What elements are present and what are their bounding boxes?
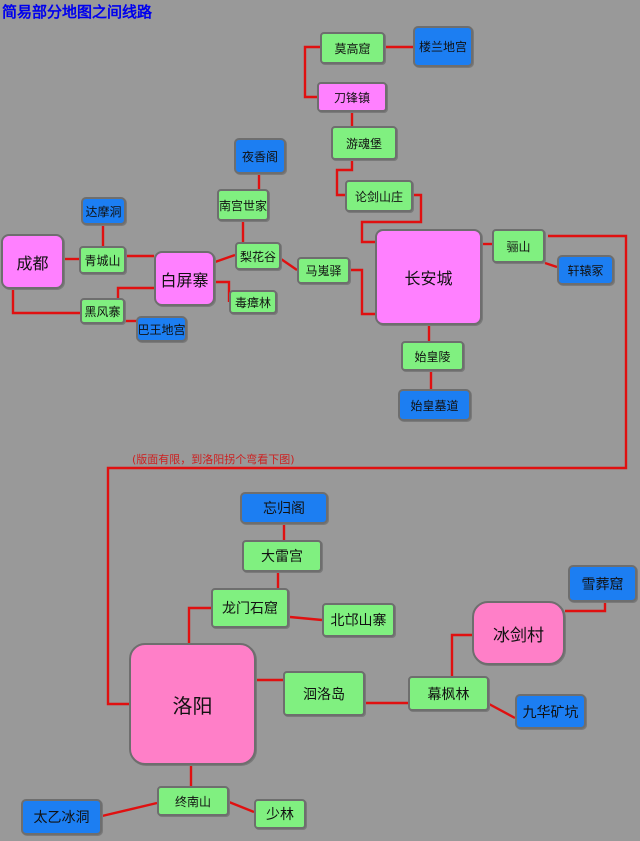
route-baiping-dubing (215, 280, 231, 302)
node-majue-yi: 马嵬驿 (297, 257, 350, 284)
node-bawang-digong: 巴王地宫 (136, 316, 187, 342)
node-jiuhua-kuangkeng: 九华矿坑 (515, 694, 586, 729)
node-yeshangge: 夜香阁 (234, 138, 286, 174)
route-majue-changan (350, 268, 376, 316)
node-heifeng-zhai: 黑风寨 (80, 298, 125, 324)
route-changan-luoyang (106, 234, 628, 706)
node-youhunbao: 游魂堡 (331, 126, 397, 160)
node-xuezang-ku: 雪葬窟 (568, 565, 637, 602)
node-wanggui-ge: 忘归阁 (240, 492, 328, 524)
node-mogaoku: 莫高窟 (320, 32, 385, 64)
node-dalei-gong: 大雷宫 (242, 540, 322, 572)
node-xuanyuan-zhong: 轩辕冢 (557, 255, 614, 285)
node-li-shan: 骊山 (492, 229, 545, 263)
route-youhunbao-lunjian (335, 160, 354, 197)
route-xuezang-bingjian (565, 601, 607, 613)
node-loulan-digong: 楼兰地宫 (413, 26, 473, 67)
node-nangong-shijia: 南宫世家 (217, 189, 269, 221)
node-daofengzhen: 刀锋镇 (317, 82, 387, 112)
node-qingcheng-shan: 青城山 (79, 246, 126, 274)
node-damo-dong: 达摩洞 (81, 197, 126, 225)
route-lunjian-changan (360, 193, 423, 244)
route-zhongnan-shaolin (228, 800, 255, 814)
node-baiping-zhai: 白屏寨 (154, 251, 215, 306)
node-zhongnan-shan: 终南山 (157, 786, 229, 816)
node-shihuang-ling: 始皇陵 (401, 341, 464, 371)
node-lihua-gu: 梨花谷 (235, 242, 281, 270)
layout-note: (版面有限，到洛阳拐个弯看下图) (132, 453, 295, 466)
route-lihua-majue (280, 258, 298, 271)
node-chengdu: 成都 (1, 234, 64, 289)
node-changan-cheng: 长安城 (375, 229, 482, 325)
node-bingjian-cun: 冰剑村 (472, 601, 565, 665)
node-taiyi-bingdong: 太乙冰洞 (21, 799, 102, 835)
node-shihuang-mudao: 始皇墓道 (398, 389, 471, 421)
node-longmen-shiku: 龙门石窟 (211, 588, 289, 628)
node-mufeng-lin: 幕枫林 (408, 676, 489, 711)
node-huiluo-dao: 洄洛岛 (283, 671, 365, 716)
node-lunjian-shanzhuang: 论剑山庄 (345, 180, 413, 212)
node-luoyang: 洛阳 (129, 643, 256, 765)
node-beiqiu-shanzhai: 北邙山寨 (322, 603, 395, 637)
route-bingjian-mufeng (450, 633, 472, 676)
node-dubing-lin: 毒瘴林 (229, 290, 277, 314)
route-mogaoku-daofengzhen (303, 45, 320, 99)
node-shaolin: 少林 (254, 799, 306, 829)
route-longmen-luoyang (187, 606, 212, 643)
route-baiping-heifeng (116, 286, 158, 298)
route-mufeng-jiuhua (488, 702, 516, 720)
route-lishan-xuanyuan (544, 261, 558, 269)
route-longmen-beiqiu (289, 615, 323, 622)
route-zhongnan-taiyi (101, 801, 158, 818)
route-chengdu-heifeng (11, 285, 80, 315)
route-baiping-lihua (214, 253, 236, 264)
map-title: 简易部分地图之间线路 (2, 3, 153, 21)
